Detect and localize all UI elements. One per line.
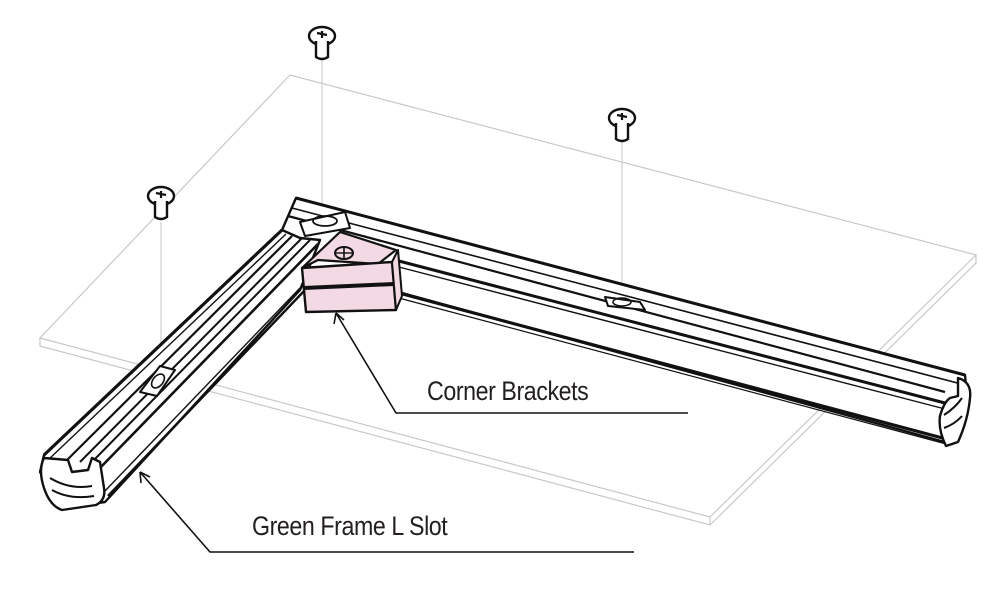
rail-line [64,235,293,463]
corner-bracket-side [391,249,403,311]
arrowhead-green-frame [139,471,151,484]
corner-bracket-groove [303,282,395,290]
rail-right-end-profile [938,376,972,448]
pan-head-phillips-screw-icon [307,25,337,61]
rail-line [394,258,946,405]
leader-corner-brackets [335,312,688,414]
slot-nut-hole [312,215,338,227]
rail-line [103,287,301,493]
rail-line [394,290,951,442]
rail-line [107,289,306,497]
rail-line [47,233,287,461]
rail-line [42,228,284,457]
rail-left-end-slot [49,477,95,499]
rail-line [291,207,966,386]
rail-line [91,239,311,463]
corner-bracket [300,230,403,314]
callout-label-green-frame-l-slot: Green Frame L Slot [252,511,448,541]
rail-line [97,243,319,471]
rail-line [394,296,951,446]
slot-nut-hole [612,297,632,307]
pan-head-phillips-screw-icon [607,107,637,143]
rail-right [280,196,972,448]
panel [38,74,978,526]
slot-nut [299,211,351,237]
rail-left [38,228,322,512]
arrowhead-corner-brackets [333,312,345,325]
slot-nut-hole [150,373,166,389]
callout-leaders [139,312,688,553]
callout-label-corner-brackets: Corner Brackets [427,376,589,406]
slot-nut [139,365,176,397]
rail-line [79,237,303,463]
pan-head-phillips-screw-icon [146,185,176,221]
rail-line [394,265,946,410]
leader-green-frame [139,471,634,553]
rail-right-end-slot [943,397,963,429]
rail-line [295,196,966,377]
